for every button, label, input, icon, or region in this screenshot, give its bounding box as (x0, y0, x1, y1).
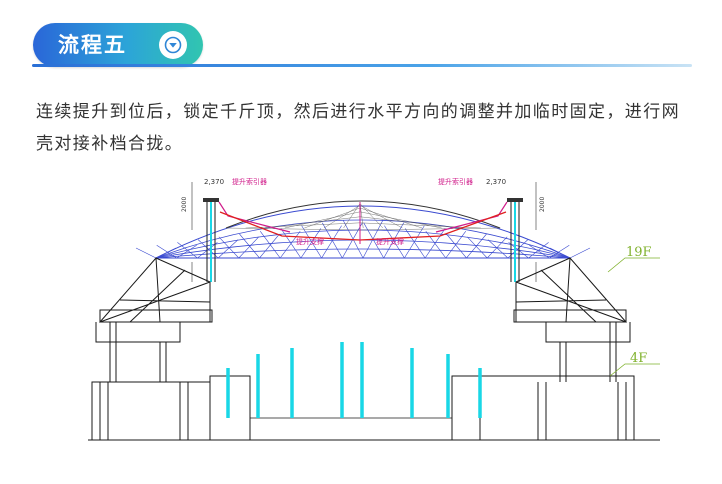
step-description: 连续提升到位后，锁定千斤顶，然后进行水平方向的调整并加临时固定，进行网壳对接补档… (36, 102, 680, 154)
truss-right (451, 257, 635, 441)
lift-columns (226, 342, 482, 418)
floor-leader-lower (609, 363, 660, 377)
header-divider (32, 64, 692, 67)
step-title: 流程五 (58, 33, 127, 57)
dome-cap (225, 200, 501, 229)
vdim-right: 2000 (539, 197, 546, 212)
floor-upper: 19F (626, 245, 652, 260)
construction-drawing: 2,370 提升索引器 提升索引器 2,370 提升支撑 提升支撑 2000 2… (88, 177, 660, 441)
label-right-top: 提升索引器 (438, 177, 473, 186)
label-left-top: 提升索引器 (232, 177, 267, 186)
lift-rig-left (191, 182, 291, 282)
vdim-left: 2000 (181, 197, 188, 212)
label-mid-right: 提升支撑 (376, 237, 404, 246)
dome-mesh (155, 205, 571, 259)
label-mid-left: 提升支撑 (296, 237, 324, 246)
chevron-down-icon[interactable] (159, 31, 187, 59)
lift-rig-right (435, 182, 537, 282)
section-header: 流程五 (0, 0, 722, 80)
dim-right: 2,370 (486, 178, 506, 186)
floor-lower: 4F (630, 351, 647, 366)
cap-lattice (225, 202, 501, 231)
dim-left: 2,370 (204, 178, 224, 186)
floor-leader-upper (607, 257, 660, 273)
step-badge: 流程五 (33, 23, 203, 67)
